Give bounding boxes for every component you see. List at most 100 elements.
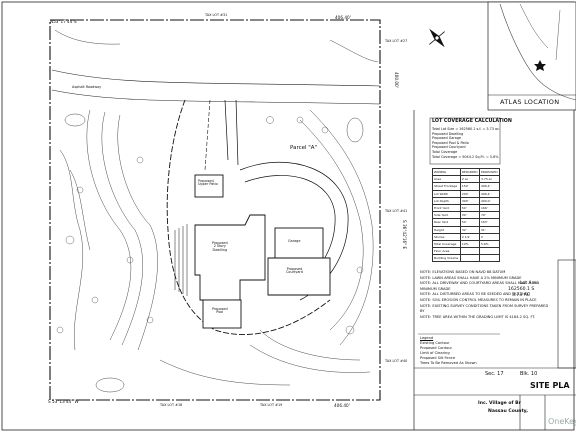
pool-footprint — [202, 299, 242, 329]
cell: Stories — [432, 232, 461, 241]
south-distance: 406.40' — [334, 403, 350, 408]
north-arrow-icon — [429, 28, 445, 48]
cell: 406.4' — [479, 182, 500, 191]
note-line: NOTE: ALL DRIVEWAY AND COURTYARD AREAS S… — [420, 281, 538, 291]
legend-item: Limit of Clearing — [420, 351, 450, 355]
atlas-title: ATLAS LOCATION — [500, 98, 560, 106]
cell: Floor Area — [432, 247, 461, 256]
dwelling-label: Proposed 2 Story Dwelling — [212, 241, 228, 252]
cell: Total Coverage — [432, 239, 461, 249]
legend-item: Trees To Be Removed As Shown — [420, 361, 477, 365]
cell: 150' — [459, 182, 481, 191]
east-bearing: S 36°42'16" E — [402, 220, 407, 250]
cell: 166' — [479, 203, 500, 213]
note-line: NOTE: TREE AREA WITHIN THE GRADING LIMIT… — [420, 314, 536, 319]
table-row: Building Volume — [432, 254, 500, 263]
contours — [54, 29, 379, 393]
coverage-line: Total Coverage — [432, 149, 458, 154]
cell: 32' — [459, 225, 481, 234]
east-top-distance: 400.00' — [394, 72, 399, 88]
note-line: NOTE: SOIL EROSION CONTROL MEASURES TO R… — [420, 297, 537, 302]
cell: 79' — [479, 211, 500, 220]
cell: 400.0' — [479, 196, 500, 205]
title-block — [414, 259, 576, 430]
section-number: Sec. 17 — [485, 371, 504, 377]
coverage-line: Proposed Garage — [432, 136, 462, 141]
zoning-header: REQUIRED — [459, 167, 481, 177]
tree-symbols — [56, 116, 364, 335]
legend-title: Legend — [420, 336, 434, 340]
tax-lot-label: TAX LOT #40 — [385, 359, 408, 363]
lot-area-label: Lot Area — [520, 281, 540, 286]
zoning-header: ZONING — [432, 167, 461, 177]
pool-label: Proposed Pool — [212, 307, 228, 315]
cell: Front Yard — [432, 203, 461, 213]
coverage-box — [429, 117, 501, 165]
coverage-line: Proposed Dwelling — [432, 131, 464, 136]
notes-block: NOTE: ELEVATIONS BASED ON NAVD 88 DATUM … — [420, 270, 550, 320]
coverage-line: Proposed Courtyard — [432, 145, 466, 150]
zoning-header-row: ZONING REQUIRED PROPOSED — [432, 167, 500, 177]
cell: Street Frontage — [432, 182, 461, 191]
legend: Legend Existing Contour Proposed Contour… — [420, 336, 477, 366]
note-line: NOTE: LAWN AREAS SHALL HAVE A 2% MINIMUM… — [420, 275, 522, 280]
lot-area-acres: 3.73 AC — [512, 293, 530, 298]
cell: 2 ac — [459, 175, 481, 184]
coverage-line: Total Lot Size = 162560.1 s.f. = 3.73 ac… — [432, 127, 501, 131]
note-line: NOTE: ELEVATIONS BASED ON NAVD 88 DATUM — [420, 270, 506, 274]
cell: Lot Width — [432, 189, 461, 198]
road-label: Asphalt Roadway — [72, 85, 102, 89]
north-bearing: N53°17'44"E — [50, 19, 77, 24]
village-name: Inc. Village of Br — [478, 401, 521, 406]
tax-lot-label: TAX LOT #31 — [205, 13, 228, 17]
cell: 50' — [459, 203, 481, 213]
cell — [479, 247, 500, 256]
cell: 30' — [459, 211, 481, 220]
cell: 300' — [459, 196, 481, 205]
building-footprints — [194, 174, 331, 329]
lot-area-sqft: 162560.1 S — [508, 287, 535, 292]
watermark-logo: OneKey — [548, 417, 576, 426]
coverage-line: Total Coverage = 9044.2 Sq.Ft. = 5.6% — [432, 154, 499, 159]
dwelling-footprint — [194, 214, 266, 301]
table-row: Floor Area — [432, 247, 500, 256]
cell: Area — [432, 175, 461, 184]
courtyard-label: Proposed Courtyard — [286, 267, 303, 275]
courtyard-footprint — [267, 257, 331, 296]
parcel-label: Parcel "A" — [290, 145, 318, 151]
cell: 163' — [479, 218, 500, 227]
block-number: Blk. 10 — [520, 371, 538, 377]
cell: 10% — [459, 239, 481, 249]
cell: Side Yard — [432, 211, 461, 220]
cell — [459, 247, 481, 256]
property-boundary — [49, 19, 381, 401]
cell: Lot Depth — [432, 196, 461, 205]
patio-footprint — [194, 174, 224, 198]
zoning-header: PROPOSED — [479, 167, 500, 177]
cell: 2 1/2 — [459, 232, 481, 241]
coverage-line: Proposed Pool & Patio — [432, 140, 469, 145]
cell: 50' — [459, 218, 481, 227]
drawing-title: SITE PLA — [530, 381, 570, 390]
legend-item: Proposed Contour — [420, 346, 453, 350]
legend-item: Existing Contour — [420, 341, 450, 345]
tax-lot-label: TAX LOT #41 — [385, 209, 408, 213]
atlas-inset — [487, 1, 576, 111]
tax-lot-label: TAX LOT #19 — [260, 403, 283, 407]
cell: 2 — [479, 232, 500, 241]
patio-label: Proposed Upper Patio — [198, 179, 218, 187]
location-star-icon — [534, 60, 546, 71]
garage-label: Garage — [288, 239, 301, 243]
cell: 5.6% — [479, 239, 500, 249]
